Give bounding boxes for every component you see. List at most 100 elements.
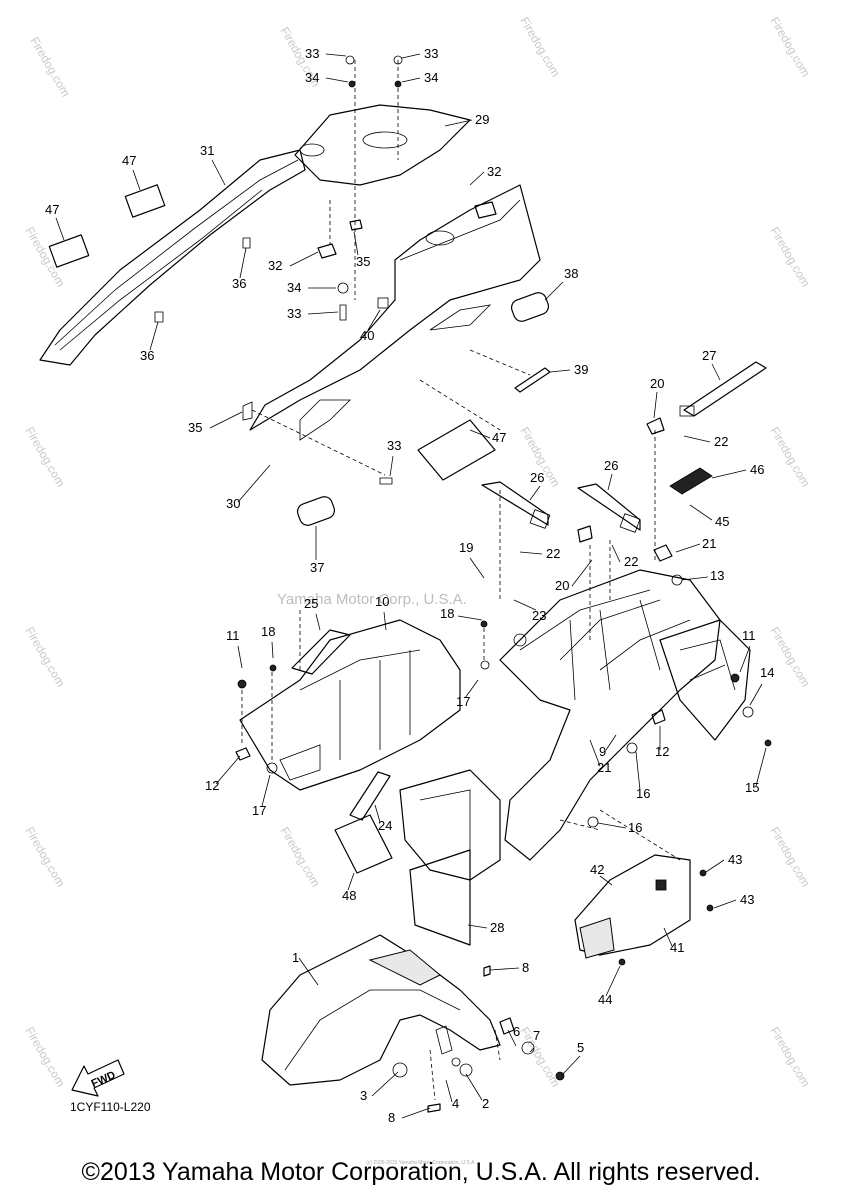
callout-leader	[383, 611, 387, 631]
callout-leader	[261, 774, 271, 807]
callout-leader	[209, 411, 243, 429]
callout-leader	[465, 1073, 483, 1101]
watermark-site: Firedog.com	[767, 1025, 812, 1090]
callout-number: 22	[624, 554, 638, 569]
callout-leader	[467, 924, 488, 929]
callout-leader	[371, 1071, 399, 1097]
callout-number: 12	[205, 778, 219, 793]
callout-number: 46	[750, 462, 764, 477]
callout-leader	[389, 455, 394, 477]
callout-number: 28	[490, 920, 504, 935]
watermark-site: Firedog.com	[22, 825, 67, 890]
callout-leader	[374, 804, 381, 823]
callout-number: 7	[533, 1028, 540, 1043]
watermark-site: Firedog.com	[27, 35, 72, 100]
callout-number: 44	[598, 992, 612, 1007]
callout-number: 18	[261, 624, 275, 639]
callout-number: 22	[546, 546, 560, 561]
callout-leader	[401, 1107, 431, 1119]
callout-number: 33	[305, 46, 319, 61]
callout-number: 6	[513, 1024, 520, 1039]
battery-box-assembly	[235, 610, 501, 946]
watermark-site: Firedog.com	[22, 1025, 67, 1090]
callout-leader	[55, 217, 65, 241]
callout-leader	[544, 281, 564, 301]
callout-number: 33	[387, 438, 401, 453]
callout-number: 34	[287, 280, 301, 295]
callout-leader	[711, 469, 747, 479]
callout-leader	[571, 559, 593, 587]
callout-number: 10	[375, 594, 389, 609]
watermark-site: Firedog.com	[517, 15, 562, 80]
callout-number: 32	[487, 164, 501, 179]
callout-leader	[683, 435, 711, 443]
copyright-notice: ©2013 Yamaha Motor Corporation, U.S.A. A…	[81, 1158, 761, 1186]
callout-number: 27	[702, 348, 716, 363]
callout-number: 23	[532, 608, 546, 623]
callout-number: 31	[200, 143, 214, 158]
callout-leader	[605, 965, 621, 997]
callout-number: 40	[360, 328, 374, 343]
callout-number: 37	[310, 560, 324, 575]
callout-leader	[705, 859, 725, 873]
callout-leader	[469, 171, 485, 186]
watermark-center: Yamaha Motor Corp., U.S.A.	[277, 591, 467, 608]
callout-leader	[599, 875, 613, 886]
callout-number: 33	[424, 46, 438, 61]
watermark-site: Firedog.com	[767, 225, 812, 290]
callout-number: 15	[745, 780, 759, 795]
callout-leader	[457, 615, 483, 621]
callout-number: 21	[597, 760, 611, 775]
callout-leader	[469, 557, 485, 579]
watermark-site: Firedog.com	[22, 425, 67, 490]
callout-leader	[271, 641, 274, 659]
callout-leader	[211, 159, 226, 186]
callout-number: 30	[226, 496, 240, 511]
callout-leader	[561, 1055, 581, 1076]
callout-number: 9	[599, 744, 606, 759]
callout-leader	[237, 645, 243, 669]
callout-leader	[755, 747, 767, 787]
callout-number: 45	[715, 514, 729, 529]
callout-number: 42	[590, 862, 604, 877]
callout-number: 5	[577, 1040, 584, 1055]
callout-number: 17	[456, 694, 470, 709]
callout-number: 20	[555, 578, 569, 593]
callout-leader	[289, 251, 319, 267]
callout-leader	[529, 1047, 535, 1053]
callout-number: 26	[530, 470, 544, 485]
callout-number: 47	[122, 153, 136, 168]
callout-leader	[605, 734, 617, 751]
watermark-site: Firedog.com	[767, 825, 812, 890]
watermark-site: Firedog.com	[767, 425, 812, 490]
callout-leader	[713, 899, 737, 909]
callout-leader	[597, 822, 627, 829]
callout-number: 29	[475, 112, 489, 127]
front-fender-assembly	[261, 934, 565, 1113]
callout-number: 34	[424, 70, 438, 85]
callout-number: 36	[140, 348, 154, 363]
callout-number: 1	[292, 950, 299, 965]
callout-number: 43	[740, 892, 754, 907]
callout-leader	[519, 551, 543, 555]
callout-leader	[444, 119, 473, 127]
callout-number: 26	[604, 458, 618, 473]
rear-fender-assembly	[481, 361, 772, 966]
watermark-site: Firedog.com	[277, 825, 322, 890]
watermark-site: Firedog.com	[22, 225, 67, 290]
callout-leader	[325, 53, 347, 57]
callout-leader	[401, 53, 421, 59]
callout-leader	[132, 169, 141, 191]
callout-number: 3	[360, 1088, 367, 1103]
callout-number: 12	[655, 744, 669, 759]
callout-number: 16	[628, 820, 642, 835]
callout-leader	[711, 363, 721, 381]
callout-leader	[607, 473, 613, 491]
callout-leader	[237, 464, 271, 503]
callout-number: 20	[650, 376, 664, 391]
callout-number: 14	[760, 665, 774, 680]
callout-leader	[739, 645, 751, 673]
callout-leader	[347, 872, 355, 891]
callout-number: 48	[342, 888, 356, 903]
